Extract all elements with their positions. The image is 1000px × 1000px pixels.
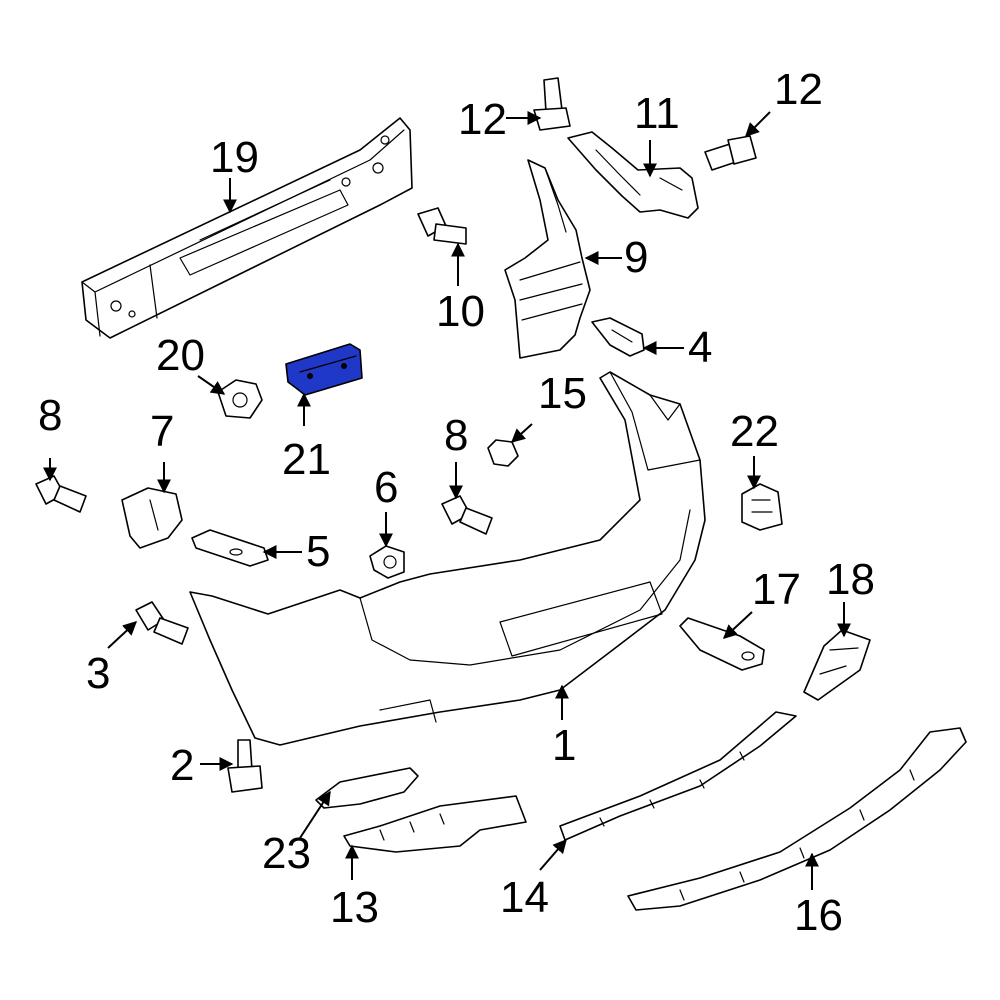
part-2-bolt[interactable] (227, 739, 263, 793)
part-11-side-bracket[interactable] (567, 131, 699, 219)
callout-17: 17 (752, 565, 801, 614)
part-10-bolt[interactable] (417, 207, 467, 245)
callout-8-left: 8 (38, 391, 62, 440)
part-13-valance[interactable] (343, 795, 527, 853)
callout-9: 9 (624, 233, 648, 282)
callout-6: 6 (374, 463, 398, 512)
callout-1: 1 (552, 721, 576, 770)
part-12-bolt-upper[interactable] (533, 77, 571, 131)
part-1-bumper-cover[interactable] (189, 371, 706, 746)
part-22-clip[interactable] (741, 483, 783, 531)
callout-20: 20 (156, 331, 205, 380)
leader-lines (43, 111, 851, 890)
part-6-grommet[interactable] (369, 545, 405, 579)
callout-15: 15 (538, 369, 587, 418)
callout-16: 16 (794, 891, 843, 940)
callout-labels: 19 12 11 12 9 10 4 20 21 15 8 7 8 22 6 5… (38, 65, 875, 940)
part-18-bracket[interactable] (803, 629, 871, 701)
part-4-bracket[interactable] (591, 317, 645, 357)
callout-23: 23 (262, 829, 311, 878)
part-8-bolt-left[interactable] (35, 475, 87, 513)
callout-3: 3 (86, 649, 110, 698)
callout-13: 13 (330, 883, 379, 932)
callout-18: 18 (826, 555, 875, 604)
part-21-highlighted-bracket[interactable] (285, 343, 363, 396)
callout-10: 10 (436, 287, 485, 336)
callout-5: 5 (306, 527, 330, 576)
part-16-lower-strip[interactable] (627, 727, 967, 911)
part-9-bumper-bracket[interactable] (504, 159, 591, 359)
callout-22: 22 (730, 407, 779, 456)
part-5-plate[interactable] (191, 529, 269, 567)
part-12-bolt-right[interactable] (704, 135, 757, 171)
part-7-bracket[interactable] (121, 487, 183, 549)
part-15-clip[interactable] (487, 439, 519, 467)
part-8-bolt-center[interactable] (441, 495, 493, 535)
callout-19: 19 (210, 133, 259, 182)
callout-7: 7 (150, 407, 174, 456)
callout-8-center: 8 (444, 411, 468, 460)
callout-2: 2 (170, 741, 194, 790)
part-19-bumper-reinforcement[interactable] (81, 117, 413, 339)
callout-21: 21 (282, 435, 331, 484)
callout-11: 11 (634, 89, 680, 138)
part-17-trim[interactable] (679, 617, 765, 671)
callout-14: 14 (500, 873, 549, 922)
part-3-bolt[interactable] (135, 601, 189, 645)
part-20-nut[interactable] (217, 379, 263, 419)
callout-4: 4 (688, 323, 712, 372)
callout-12-upper: 12 (458, 95, 507, 144)
callout-12-right: 12 (774, 65, 823, 114)
part-14-lower-molding[interactable] (559, 711, 797, 841)
part-23-trim[interactable] (315, 767, 419, 809)
